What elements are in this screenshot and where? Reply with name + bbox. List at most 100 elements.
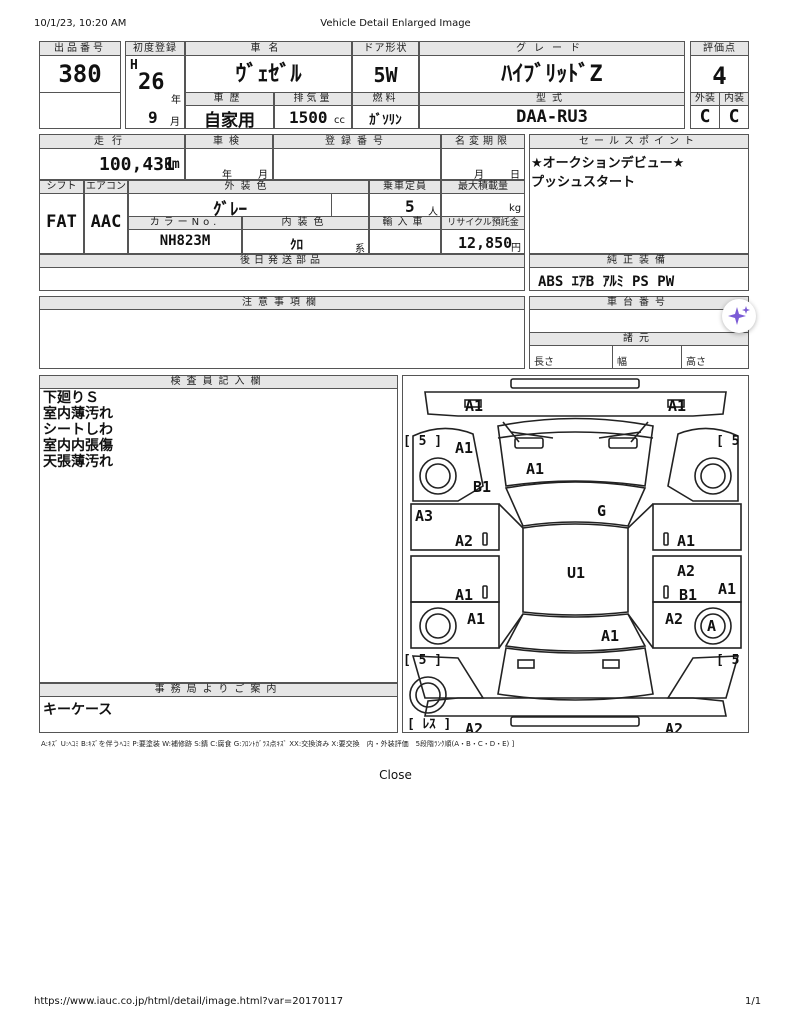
lot-no-value: 380 [58, 60, 102, 88]
car-name-label: 車名 [185, 41, 352, 56]
mark-roof: U1 [567, 564, 585, 582]
fuel-value: ｶﾞｿﾘﾝ [369, 113, 402, 128]
close-button[interactable]: Close [379, 768, 412, 782]
lot-no-label: 出品番号 [39, 41, 121, 56]
inspector-note: 下廻りＳ [43, 390, 99, 406]
mark-fl-top: A1 [465, 397, 483, 415]
score-label: 評価点 [690, 41, 749, 56]
history-label: 車歴 [185, 92, 274, 106]
aircon-label: エアコン [84, 180, 128, 194]
sales-points: ★オークションデビュー★ プッシュスタート [531, 154, 684, 192]
mark-rear-side-right: A1 [718, 580, 736, 598]
specs-label: 諸元 [529, 332, 749, 346]
model-code-value: DAA-RU3 [516, 107, 588, 127]
genuine-equipment-label: 純正装備 [529, 254, 749, 268]
car-name-value: ｳﾞｪｾﾞﾙ [235, 62, 302, 87]
first-reg-month: 9 [148, 108, 158, 127]
inspector-note: 室内薄汚れ [43, 406, 113, 422]
inspector-notes-label: 検査員記入欄 [39, 375, 398, 389]
sparkle-icon [728, 306, 750, 325]
damage-diagram: A1 A1 A1 A1 B1 A3 G A2 A1 U1 A1 A2 B1 A1… [402, 375, 749, 733]
first-reg-year: 26 [138, 70, 165, 95]
later-parts-label: 後日発送部品 [39, 254, 525, 268]
sales-point-1: ★オークションデビュー★ [531, 156, 685, 171]
color-no-label: カラーNo. [128, 216, 242, 230]
office-info-value: キーケース [43, 702, 113, 718]
mark-rear-wheel-left: A1 [467, 610, 485, 628]
mark-rear-right-a: A2 [665, 610, 683, 628]
mark-bonnet: A1 [526, 460, 544, 478]
tire-rear-left: [ 5 ] [403, 653, 442, 668]
tire-front-left: [ 5 ] [403, 434, 442, 449]
inspector-note: 天張薄汚れ [43, 454, 113, 470]
car-outline: A1 A1 A1 A1 B1 A3 G A2 A1 U1 A1 A2 B1 A1… [403, 378, 748, 732]
print-datetime: 10/1/23, 10:20 AM [34, 18, 127, 29]
mark-wheel-rear-right: A [707, 617, 716, 635]
mark-rear-door-right: A2 [677, 562, 695, 580]
mark-front-door-left: A3 [415, 507, 433, 525]
sparkle-assistant-button[interactable] [722, 299, 756, 333]
height-label: 高さ [686, 357, 706, 368]
tire-rear-right: [ 5 ] [716, 653, 748, 668]
import-label: 輸入車 [369, 216, 441, 230]
inspection-label: 車検 [185, 134, 273, 149]
mark-door-left-a: A2 [455, 532, 473, 550]
damage-legend: A:ｷｽﾞ U:ﾍｺﾐ B:ｷｽﾞを伴うﾍｺﾐ P:要塗装 W:補修跡 S:錆 … [41, 740, 515, 748]
shift-label: シフト [39, 180, 84, 194]
recycle-value: 12,850 [458, 234, 513, 252]
displacement-value: 1500 [289, 108, 328, 127]
capacity-value: 5 [405, 197, 415, 216]
mark-bonnet-left: A1 [455, 439, 473, 457]
int-color-value: ｸﾛ [290, 238, 303, 253]
model-code-label: 型式 [419, 92, 685, 106]
print-title: Vehicle Detail Enlarged Image [320, 18, 471, 29]
int-color-label: 内装色 [242, 216, 369, 230]
era-value: H [130, 58, 138, 73]
mark-fr-top: A1 [668, 397, 686, 415]
max-load-label: 最大積載量 [441, 180, 525, 194]
mark-trunk: A1 [601, 627, 619, 645]
grade-label: グレード [419, 41, 685, 56]
aircon-value: AAC [90, 212, 122, 232]
spare-tire: [ ﾚｽ ] [407, 717, 451, 732]
mileage-label: 走行 [39, 134, 185, 149]
capacity-label: 乗車定員 [369, 180, 441, 194]
chassis-no-label: 車台番号 [529, 296, 749, 310]
score-value: 4 [712, 62, 727, 90]
mark-rear-door-right-b: B1 [679, 586, 697, 604]
mark-rear-bumper-left: A2 [465, 720, 483, 732]
reg-no-label: 登録番号 [273, 134, 441, 149]
shift-value: FAT [46, 212, 77, 232]
office-info-label: 事務局よりご案内 [39, 683, 398, 697]
mark-rear-bumper-right: A2 [665, 720, 683, 732]
door-value: 5W [373, 63, 398, 87]
footer-url: https://www.iauc.co.jp/html/detail/image… [34, 996, 344, 1007]
ext-color-value: ｸﾞﾚｰ [213, 200, 247, 220]
recycle-label: リサイクル預託金 [441, 216, 525, 230]
equipment-value: ABS ｴｱB ｱﾙﾐ PS PW [538, 274, 675, 290]
mark-door-right-a: A1 [677, 532, 695, 550]
grade-value: ﾊｲﾌﾞﾘｯﾄﾞZ [501, 62, 603, 87]
fuel-label: 燃料 [352, 92, 419, 106]
interior-label: 内装 [719, 92, 749, 106]
door-label: ドア形状 [352, 41, 419, 56]
displacement-label: 排気量 [274, 92, 352, 106]
history-value: 自家用 [204, 111, 255, 131]
exterior-label: 外装 [690, 92, 720, 106]
mark-rear-door-left: A1 [455, 586, 473, 604]
ext-color-label: 外装色 [128, 180, 369, 194]
sales-point-2: プッシュスタート [531, 175, 636, 190]
inspector-notes: 下廻りＳ 室内薄汚れ シートしわ 室内内張傷 天張薄汚れ [43, 390, 113, 470]
length-label: 長さ [534, 357, 554, 368]
notes-label: 注意事項欄 [39, 296, 525, 310]
sales-point-label: セールスポイント [529, 134, 749, 149]
color-no-value: NH823M [159, 233, 211, 249]
mileage-value: 100,431 [99, 154, 175, 175]
first-reg-label: 初度登録 [125, 41, 185, 56]
width-label: 幅 [617, 357, 627, 368]
name-change-label: 名変期限 [441, 134, 525, 149]
tire-front-right: [ 5 ] [716, 434, 748, 449]
interior-grade: C [728, 106, 740, 127]
inspector-note: 室内内張傷 [43, 438, 113, 454]
exterior-grade: C [699, 106, 711, 127]
